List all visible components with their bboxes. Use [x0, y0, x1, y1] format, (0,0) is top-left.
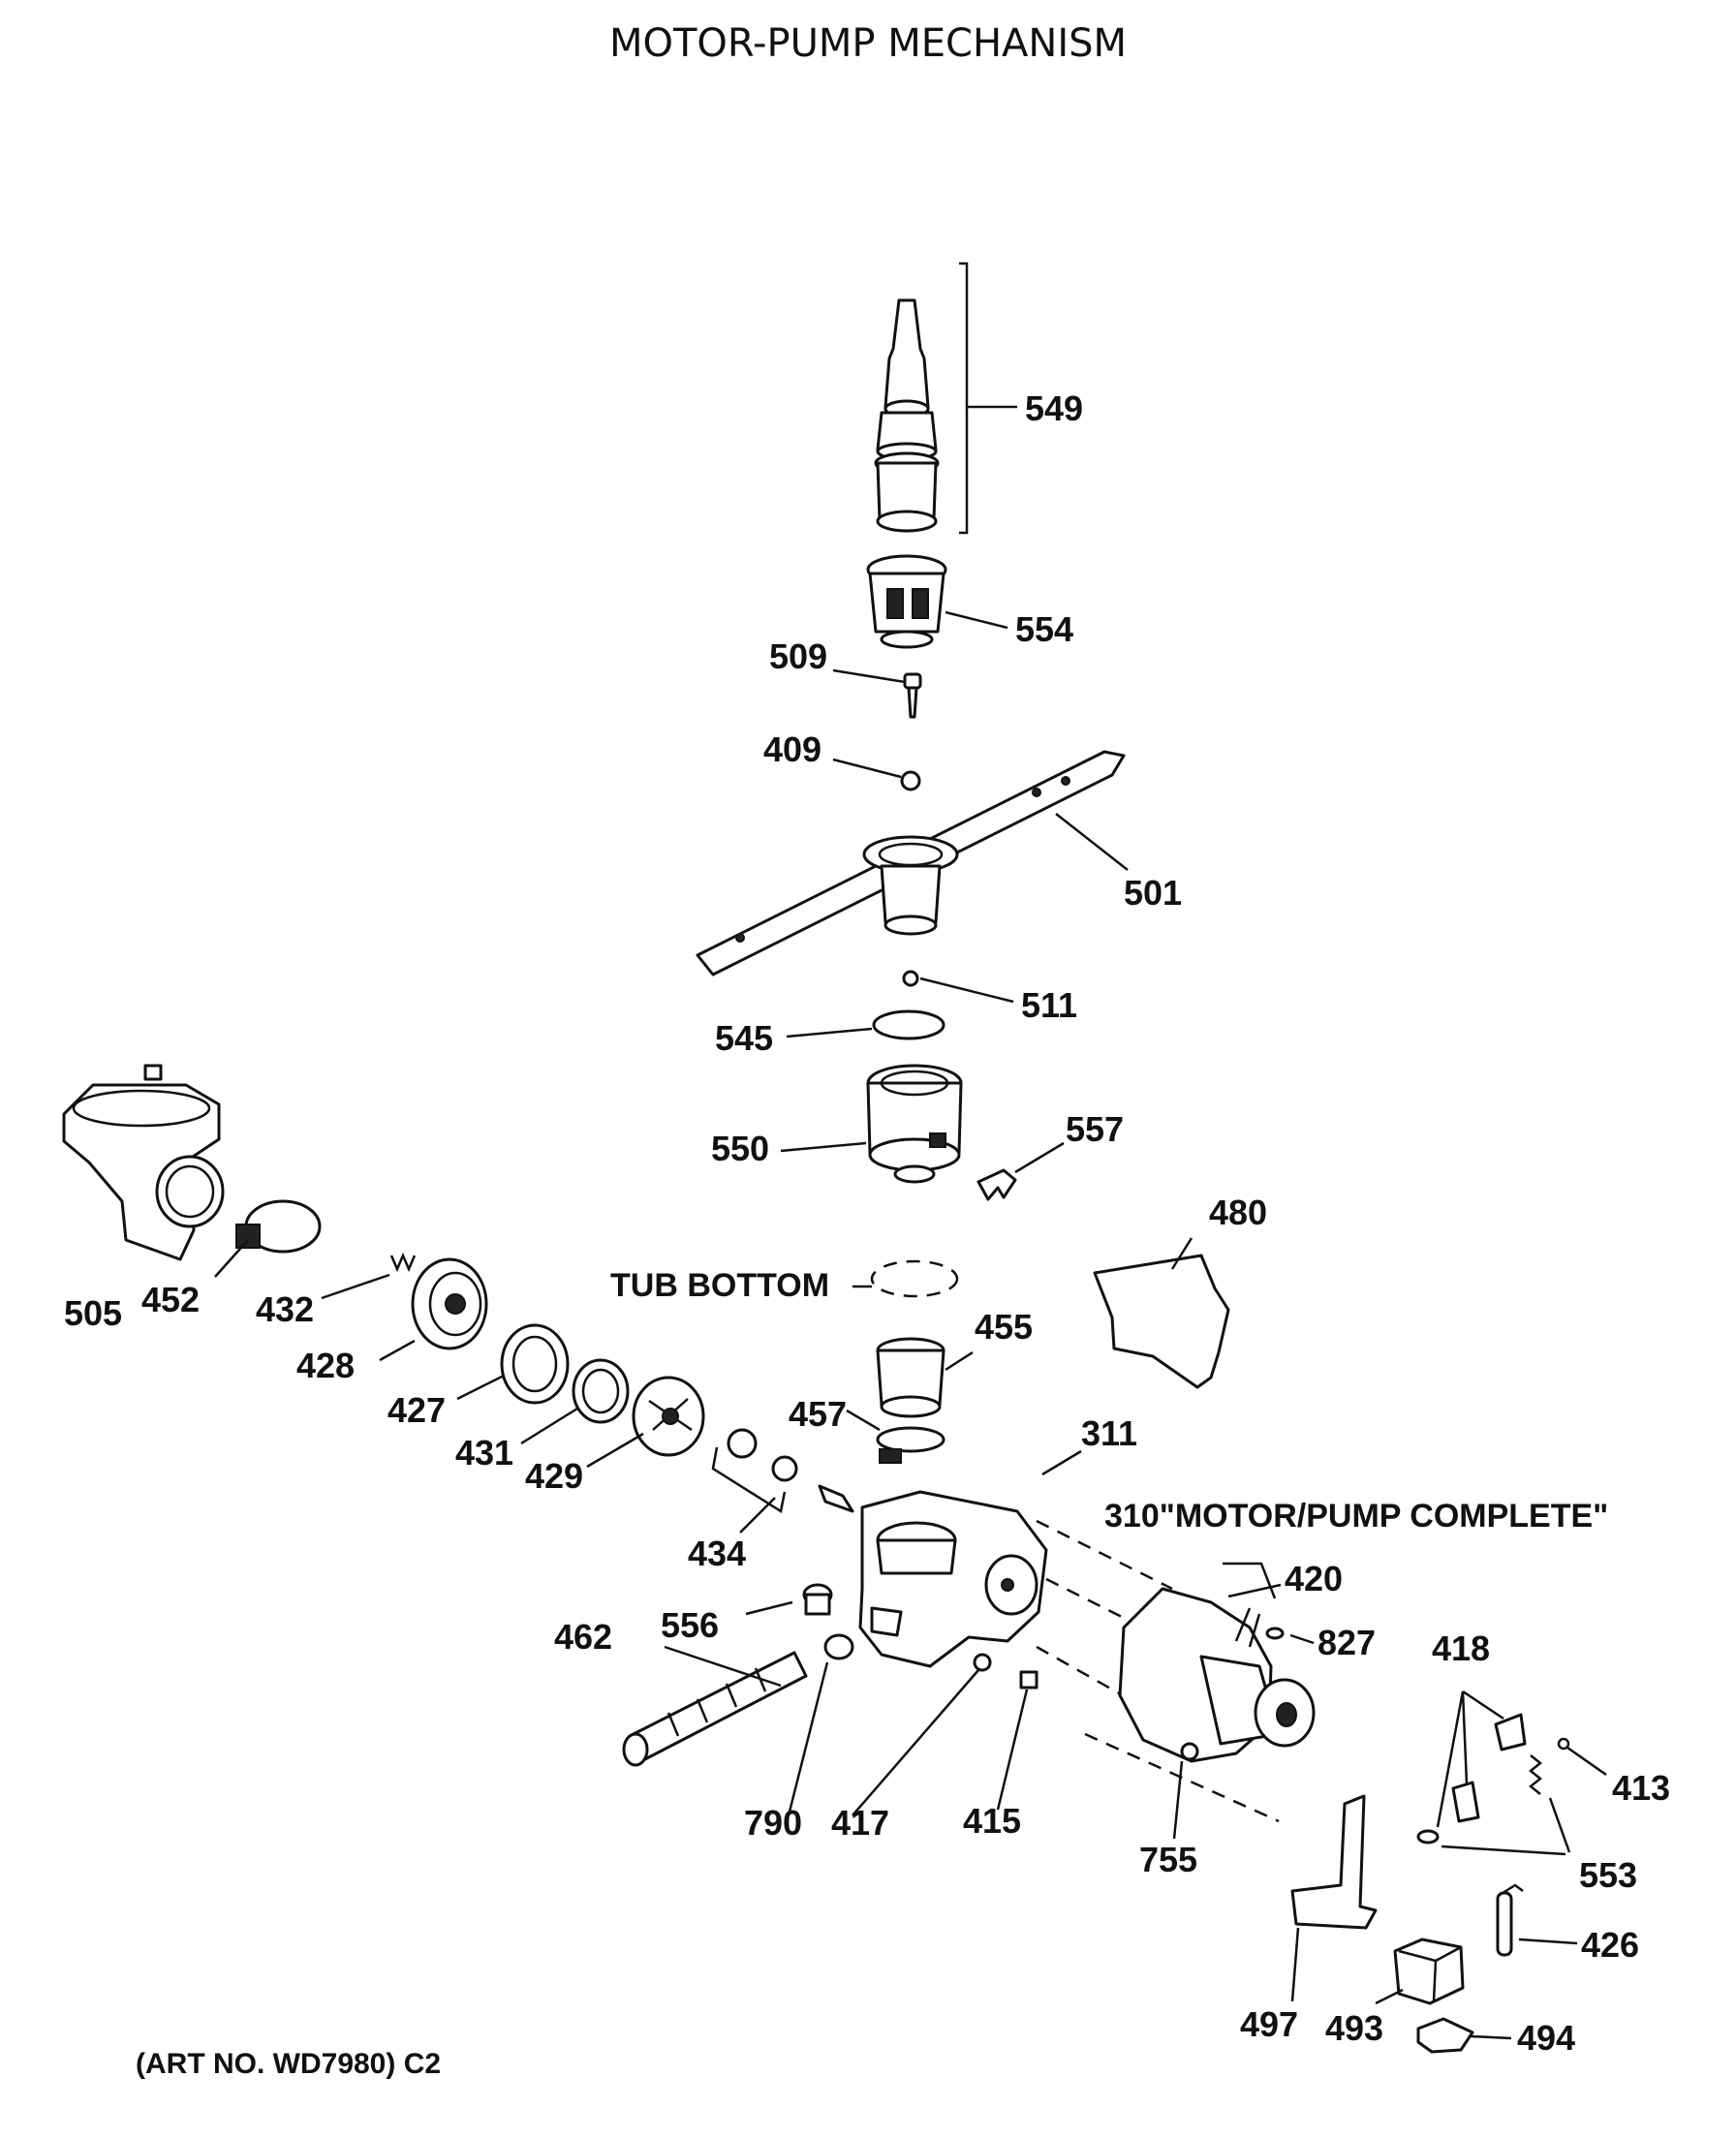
label-431: 431 — [455, 1433, 514, 1472]
part-556-fitting — [802, 1583, 833, 1616]
part-415-nut — [1019, 1670, 1038, 1690]
art-number: (ART NO. WD7980) C2 — [136, 2048, 442, 2080]
label-509: 509 — [769, 636, 828, 676]
label-827: 827 — [1318, 1623, 1377, 1662]
label-505: 505 — [64, 1293, 123, 1333]
part-455-seal — [876, 1337, 946, 1418]
label-550: 550 — [711, 1129, 770, 1168]
part-550-housing — [866, 1064, 963, 1184]
part-462-drain-hose — [622, 1651, 808, 1767]
label-462: 462 — [554, 1617, 613, 1657]
label-420: 420 — [1285, 1559, 1344, 1598]
part-434-bearing-kit — [711, 1428, 854, 1514]
label-455: 455 — [975, 1307, 1034, 1347]
tub-bottom-label: TUB BOTTOM — [610, 1267, 830, 1304]
part-311-pump-body — [858, 1490, 1048, 1668]
label-417: 417 — [831, 1803, 890, 1843]
label-426: 426 — [1581, 1925, 1640, 1965]
label-494: 494 — [1517, 2018, 1576, 2058]
label-429: 429 — [525, 1456, 584, 1496]
part-426-pin — [1496, 1883, 1524, 1957]
part-310-motor — [1118, 1587, 1316, 1763]
part-501-spray-arm — [696, 750, 1126, 976]
part-418-kit — [1416, 1713, 1527, 1844]
part-505-sump — [62, 1064, 225, 1261]
label-418: 418 — [1432, 1628, 1491, 1668]
part-429-impeller — [632, 1376, 705, 1457]
label-755: 755 — [1139, 1840, 1198, 1879]
label-480: 480 — [1209, 1193, 1268, 1232]
label-457: 457 — [789, 1394, 848, 1434]
label-549: 549 — [1025, 388, 1084, 428]
label-790: 790 — [744, 1803, 803, 1843]
label-497: 497 — [1240, 2004, 1299, 2044]
label-493: 493 — [1325, 2008, 1384, 2048]
part-452-clamp — [235, 1199, 322, 1254]
leader-lines — [214, 405, 1607, 2040]
label-432: 432 — [256, 1289, 315, 1329]
part-493-solenoid — [1393, 1938, 1465, 2005]
part-511-nut — [902, 970, 919, 987]
part-427-ring — [500, 1323, 570, 1405]
label-554: 554 — [1015, 609, 1074, 649]
motor-pump-complete-label: 310"MOTOR/PUMP COMPLETE" — [1104, 1498, 1609, 1534]
part-428-filter — [411, 1257, 488, 1350]
part-509-screw — [903, 672, 922, 719]
part-413-ring — [1557, 1737, 1570, 1751]
part-494-armature — [1416, 2017, 1474, 2054]
label-501: 501 — [1124, 873, 1183, 913]
part-409-nut — [900, 770, 921, 791]
label-415: 415 — [963, 1801, 1022, 1841]
part-497-bracket — [1290, 1794, 1378, 1930]
part-827-terminal — [1265, 1627, 1285, 1640]
label-545: 545 — [715, 1018, 774, 1058]
label-427: 427 — [388, 1390, 447, 1430]
part-553-spring — [1528, 1754, 1543, 1795]
tub-bottom-outline — [870, 1259, 959, 1298]
part-431-ring — [572, 1358, 630, 1424]
label-409: 409 — [763, 729, 822, 769]
diagram-title: MOTOR-PUMP MECHANISM — [608, 21, 1128, 66]
part-554-hub — [866, 554, 947, 649]
label-557: 557 — [1066, 1109, 1125, 1149]
label-511: 511 — [1021, 985, 1078, 1025]
part-480-shield — [1093, 1254, 1230, 1389]
part-557-clip — [976, 1168, 1017, 1201]
label-553: 553 — [1579, 1855, 1638, 1895]
part-755-screw — [1180, 1742, 1199, 1761]
part-545-ring — [872, 1009, 946, 1040]
part-457-clamp — [876, 1426, 946, 1464]
label-311: 311 — [1081, 1413, 1138, 1453]
part-432-spring — [389, 1252, 417, 1273]
label-452: 452 — [141, 1280, 201, 1319]
part-417-washer — [973, 1653, 992, 1672]
label-428: 428 — [296, 1346, 356, 1385]
part-790-clamp — [823, 1633, 854, 1660]
part-549-spray-tube — [874, 262, 969, 535]
label-556: 556 — [661, 1605, 720, 1645]
label-434: 434 — [688, 1534, 747, 1573]
label-413: 413 — [1612, 1768, 1671, 1808]
